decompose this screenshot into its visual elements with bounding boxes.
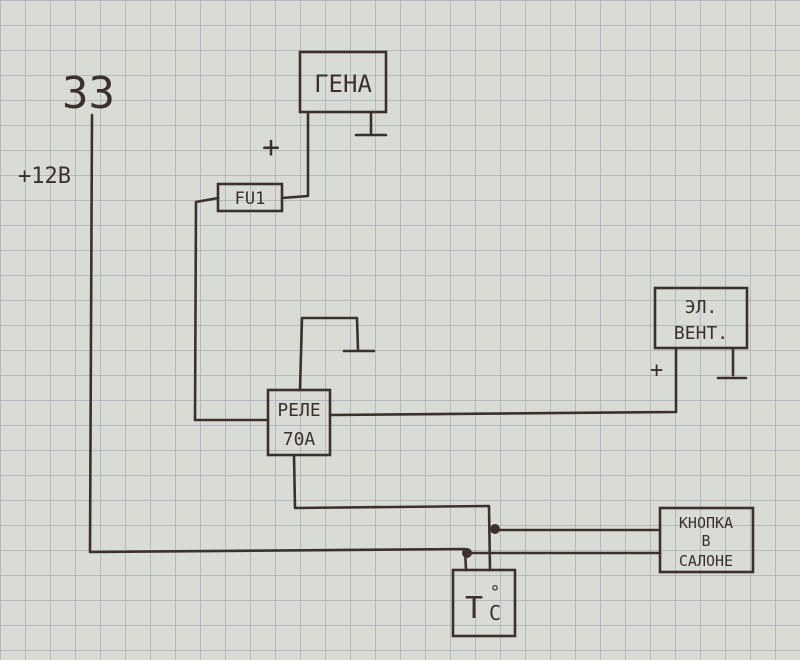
junction-dot-bottom xyxy=(462,548,472,558)
fan-plus-label: + xyxy=(650,358,663,383)
wire-fuse-relay xyxy=(193,196,270,422)
button-label-line1: КНОПКА xyxy=(679,514,733,532)
button-label-line2: В xyxy=(701,532,710,550)
wire-generator-fuse xyxy=(280,110,310,200)
relay-block: РЕЛЕ 70А xyxy=(266,388,332,457)
thermo-label-t: Т xyxy=(465,591,483,626)
supply-12v-label: +12В xyxy=(18,164,71,189)
generator-plus-label: + xyxy=(262,130,280,165)
wire-relay-control xyxy=(292,453,492,572)
fuse-block: FU1 xyxy=(216,182,284,213)
fan-block: ЭЛ. ВЕНТ. xyxy=(653,286,749,350)
fan-label-line2: ВЕНТ. xyxy=(674,323,728,344)
relay-label-line1: РЕЛЕ xyxy=(277,400,320,421)
wire-relay-fan xyxy=(328,346,678,417)
thermo-label-degree: ° xyxy=(490,582,501,603)
button-label-line3: САЛОНЕ xyxy=(679,552,733,570)
fan-label-line1: ЭЛ. xyxy=(685,297,718,318)
fuse-label: FU1 xyxy=(235,189,266,209)
junction-dot-top xyxy=(490,524,500,534)
thermo-switch-block: Т ° С xyxy=(451,568,517,638)
thermo-label-c: С xyxy=(489,601,501,625)
terminal-33-label: 33 xyxy=(62,68,115,119)
button-block: КНОПКА В САЛОНЕ xyxy=(658,506,755,574)
generator-block: ГЕНА xyxy=(298,50,388,114)
generator-label: ГЕНА xyxy=(314,70,372,98)
wire-12v-rail xyxy=(88,113,468,572)
relay-label-line2: 70А xyxy=(283,429,316,450)
wire-relay-ground xyxy=(298,316,360,392)
